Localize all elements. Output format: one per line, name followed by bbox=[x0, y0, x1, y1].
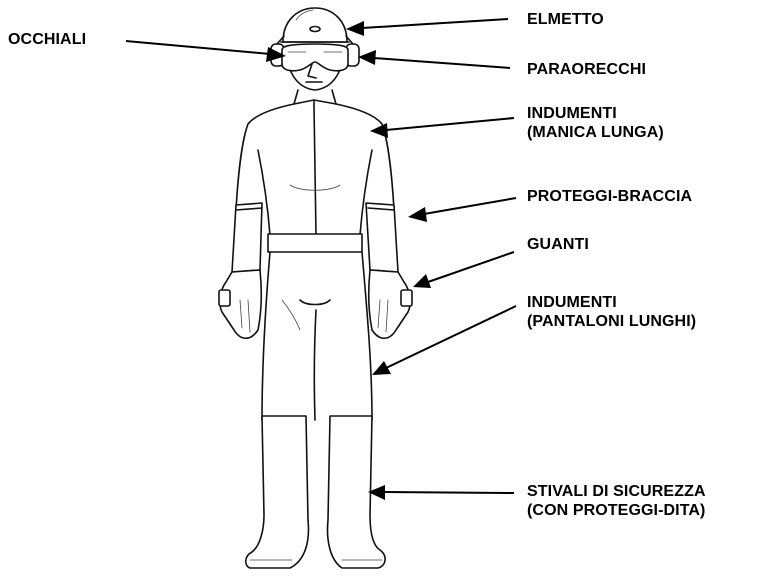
label-goggles: OCCHIALI bbox=[8, 31, 86, 49]
arrow-boots bbox=[368, 485, 514, 500]
arrow-gloves bbox=[413, 252, 514, 288]
label-arm-guards: PROTEGGI-BRACCIA bbox=[527, 188, 692, 206]
goggles-illustration bbox=[282, 44, 348, 71]
arrow-goggles bbox=[126, 41, 286, 62]
worker-figure bbox=[219, 8, 412, 568]
label-boots-line1: STIVALI DI SICUREZZA bbox=[527, 483, 706, 501]
arrow-arm-guards bbox=[408, 198, 516, 222]
boots-illustration bbox=[246, 416, 385, 568]
label-clothing-sleeves-line2: (MANICA LUNGA) bbox=[527, 124, 664, 142]
label-clothing-sleeves-line1: INDUMENTI bbox=[527, 105, 617, 123]
label-clothing-trousers-line1: INDUMENTI bbox=[527, 294, 617, 312]
arrow-jacket bbox=[370, 118, 514, 138]
helmet-illustration bbox=[281, 8, 349, 42]
label-helmet: ELMETTO bbox=[527, 11, 604, 29]
label-boots-line2: (CON PROTEGGI-DITA) bbox=[527, 502, 705, 520]
label-ear-protectors: PARAORECCHI bbox=[527, 61, 646, 79]
arrow-helmet bbox=[346, 19, 508, 36]
label-clothing-trousers-line2: (PANTALONI LUNGHI) bbox=[527, 313, 696, 331]
arrow-ear-protectors bbox=[358, 50, 510, 68]
label-gloves: GUANTI bbox=[527, 236, 589, 254]
trousers-illustration bbox=[262, 252, 372, 420]
callout-arrows bbox=[126, 19, 516, 500]
